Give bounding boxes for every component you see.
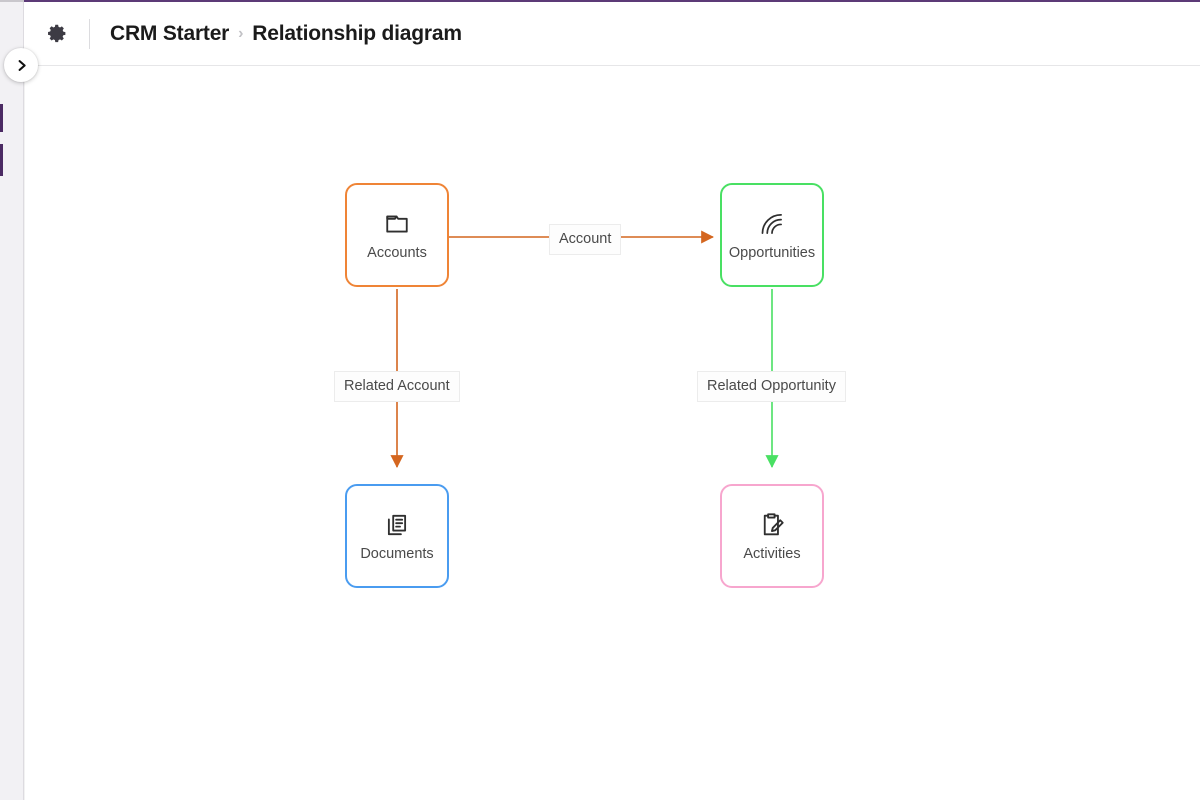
page-title: Relationship diagram — [252, 21, 462, 45]
edge-label-account[interactable]: Account — [549, 224, 622, 255]
node-label: Opportunities — [728, 245, 816, 262]
node-accounts[interactable]: Accounts — [345, 183, 449, 287]
diagram-connectors — [390, 230, 779, 468]
app-header: CRM Starter › Relationship diagram — [24, 2, 1200, 66]
collapsed-sidebar[interactable] — [0, 0, 24, 800]
top-rule-rail — [0, 0, 24, 2]
gear-icon[interactable] — [44, 21, 70, 47]
breadcrumb-separator-icon: › — [238, 24, 244, 42]
node-label: Documents — [360, 546, 434, 563]
node-label: Accounts — [367, 245, 427, 262]
node-opportunities[interactable]: Opportunities — [720, 183, 824, 287]
expand-sidebar-button[interactable] — [4, 48, 38, 82]
diagram-canvas[interactable]: Accounts Opportunities Documents — [25, 67, 1200, 800]
breadcrumb-app-link[interactable]: CRM Starter — [110, 21, 230, 45]
clipboard-pencil-icon — [757, 510, 787, 540]
edge-label-related-opportunity[interactable]: Related Opportunity — [697, 371, 846, 402]
sidebar-active-marker-1 — [0, 104, 3, 132]
node-documents[interactable]: Documents — [345, 484, 449, 588]
edge-label-related-account[interactable]: Related Account — [334, 371, 460, 402]
folder-icon — [382, 209, 412, 239]
documents-stack-icon — [382, 510, 412, 540]
rainbow-arc-icon — [757, 209, 787, 239]
breadcrumb: CRM Starter › Relationship diagram — [110, 22, 462, 46]
chevron-right-icon — [14, 58, 29, 73]
sidebar-active-marker-2 — [0, 144, 3, 176]
header-divider — [89, 18, 90, 49]
node-label: Activities — [743, 546, 801, 563]
top-accent-rule — [24, 0, 1200, 2]
node-activities[interactable]: Activities — [720, 484, 824, 588]
